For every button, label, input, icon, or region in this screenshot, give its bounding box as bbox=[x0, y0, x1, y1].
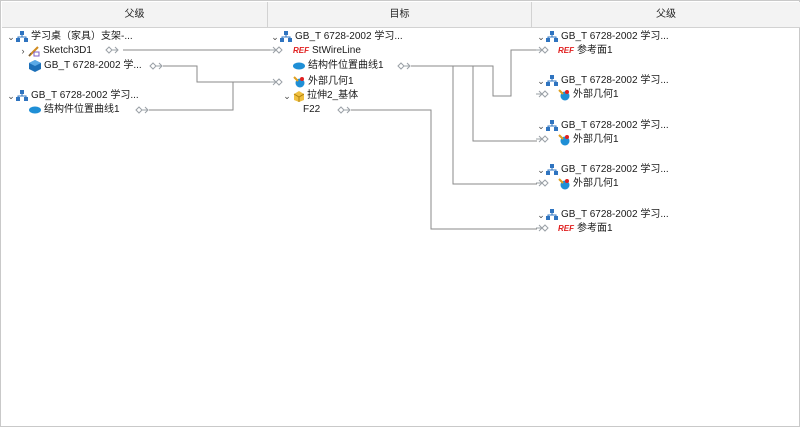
external-geometry-icon bbox=[558, 89, 570, 101]
right-group[interactable]: ⌄ GB_T 6728-2002 学习... bbox=[536, 208, 669, 222]
link-port-icon[interactable] bbox=[535, 135, 549, 143]
link-port-icon[interactable] bbox=[105, 46, 119, 54]
chevron-down-icon[interactable]: ⌄ bbox=[271, 32, 279, 42]
chevron-down-icon[interactable]: ⌄ bbox=[7, 32, 15, 42]
link-port-icon[interactable] bbox=[535, 46, 549, 54]
link-curve-to-right3 bbox=[411, 65, 537, 185]
right-child-label: 外部几何1 bbox=[573, 89, 619, 100]
center-group[interactable]: ⌄ GB_T 6728-2002 学习... bbox=[270, 30, 403, 44]
center-ref-label: StWireLine bbox=[312, 45, 361, 56]
right-group[interactable]: ⌄ GB_T 6728-2002 学习... bbox=[536, 74, 669, 88]
link-f22-to-right5 bbox=[351, 109, 537, 230]
assembly-icon bbox=[546, 209, 558, 221]
right-group-label: GB_T 6728-2002 学习... bbox=[561, 31, 669, 42]
external-geometry-icon bbox=[558, 178, 570, 190]
external-geometry-icon bbox=[558, 134, 570, 146]
left-curve-label: 结构件位置曲线1 bbox=[44, 104, 120, 115]
chevron-down-icon[interactable]: ⌄ bbox=[537, 121, 545, 131]
link-port-icon[interactable] bbox=[135, 106, 149, 114]
assembly-icon bbox=[280, 31, 292, 43]
header-parent-right[interactable]: 父级 bbox=[656, 9, 676, 20]
left-group-desk-label: 学习桌（家具）支架-... bbox=[31, 31, 133, 42]
center-feature-f22[interactable]: F22 bbox=[303, 103, 320, 117]
right-group[interactable]: ⌄ GB_T 6728-2002 学习... bbox=[536, 163, 669, 177]
center-external-geometry[interactable]: 外部几何1 bbox=[293, 75, 354, 89]
right-group[interactable]: ⌄ GB_T 6728-2002 学习... bbox=[536, 119, 669, 133]
center-curve-label: 结构件位置曲线1 bbox=[308, 60, 384, 71]
sketch-icon bbox=[28, 45, 40, 57]
link-port-icon[interactable] bbox=[269, 46, 283, 54]
part-icon bbox=[29, 60, 41, 72]
header-target[interactable]: 目标 bbox=[268, 2, 532, 28]
ref-icon: REF bbox=[558, 224, 574, 233]
link-part-to-curve bbox=[163, 65, 271, 83]
right-group-label: GB_T 6728-2002 学习... bbox=[561, 209, 669, 220]
external-geometry-icon bbox=[293, 76, 305, 88]
left-group-desk[interactable]: ⌄ 学习桌（家具）支架-... bbox=[6, 30, 133, 44]
link-port-icon[interactable] bbox=[535, 224, 549, 232]
right-child-label: 参考面1 bbox=[577, 223, 613, 234]
extrude-icon bbox=[292, 90, 305, 102]
ref-icon: REF bbox=[558, 46, 574, 55]
chevron-down-icon[interactable]: ⌄ bbox=[537, 76, 545, 86]
left-curve[interactable]: 结构件位置曲线1 bbox=[29, 103, 120, 117]
left-sketch[interactable]: › Sketch3D1 bbox=[18, 44, 92, 58]
center-curve[interactable]: 结构件位置曲线1 bbox=[293, 59, 384, 73]
chevron-right-icon[interactable]: › bbox=[21, 46, 25, 56]
left-part-label: GB_T 6728-2002 学... bbox=[44, 60, 142, 71]
link-curve-to-curve bbox=[149, 81, 271, 111]
assembly-icon bbox=[546, 120, 558, 132]
curve-icon bbox=[293, 60, 305, 72]
link-curve-to-right1 bbox=[411, 49, 537, 97]
chevron-down-icon[interactable]: ⌄ bbox=[537, 210, 545, 220]
right-child-label: 外部几何1 bbox=[573, 134, 619, 145]
left-group-gb[interactable]: ⌄ GB_T 6728-2002 学习... bbox=[6, 89, 139, 103]
chevron-down-icon[interactable]: ⌄ bbox=[283, 91, 291, 101]
left-part[interactable]: GB_T 6728-2002 学... bbox=[29, 59, 142, 73]
center-feature-label: F22 bbox=[303, 104, 321, 115]
right-group[interactable]: ⌄ GB_T 6728-2002 学习... bbox=[536, 30, 669, 44]
center-geom-label: 外部几何1 bbox=[308, 76, 354, 87]
right-group-label: GB_T 6728-2002 学习... bbox=[561, 75, 669, 86]
right-group-label: GB_T 6728-2002 学习... bbox=[561, 164, 669, 175]
right-external-geometry[interactable]: 外部几何1 bbox=[558, 177, 619, 191]
assembly-icon bbox=[16, 90, 28, 102]
link-curve-to-right2 bbox=[411, 65, 537, 142]
chevron-down-icon[interactable]: ⌄ bbox=[7, 91, 15, 101]
right-group-label: GB_T 6728-2002 学习... bbox=[561, 120, 669, 131]
link-port-icon[interactable] bbox=[535, 90, 549, 98]
assembly-icon bbox=[546, 164, 558, 176]
right-external-geometry[interactable]: 外部几何1 bbox=[558, 133, 619, 147]
chevron-down-icon[interactable]: ⌄ bbox=[537, 165, 545, 175]
center-group-label: GB_T 6728-2002 学习... bbox=[295, 31, 403, 42]
link-port-icon[interactable] bbox=[535, 179, 549, 187]
header-parent-left[interactable]: 父级 bbox=[2, 2, 268, 28]
column-headers: 父级 目标 父级 bbox=[2, 2, 800, 28]
link-port-icon[interactable] bbox=[337, 106, 351, 114]
link-port-icon[interactable] bbox=[397, 62, 411, 70]
right-child-label: 外部几何1 bbox=[573, 178, 619, 189]
assembly-icon bbox=[546, 75, 558, 87]
chevron-down-icon[interactable]: ⌄ bbox=[537, 32, 545, 42]
curve-icon bbox=[29, 104, 41, 116]
left-group-gb-label: GB_T 6728-2002 学习... bbox=[31, 90, 139, 101]
center-extrude[interactable]: ⌄ 拉伸2_基体 bbox=[282, 89, 358, 103]
center-ref-wireline[interactable]: REF StWireLine bbox=[293, 44, 361, 58]
assembly-icon bbox=[16, 31, 28, 43]
assembly-icon bbox=[546, 31, 558, 43]
right-child-label: 参考面1 bbox=[577, 45, 613, 56]
link-port-icon[interactable] bbox=[269, 78, 283, 86]
center-extrude-label: 拉伸2_基体 bbox=[307, 90, 359, 101]
ref-icon: REF bbox=[293, 46, 309, 55]
left-sketch-label: Sketch3D1 bbox=[43, 45, 92, 56]
right-external-geometry[interactable]: 外部几何1 bbox=[558, 88, 619, 102]
link-port-icon[interactable] bbox=[149, 62, 163, 70]
